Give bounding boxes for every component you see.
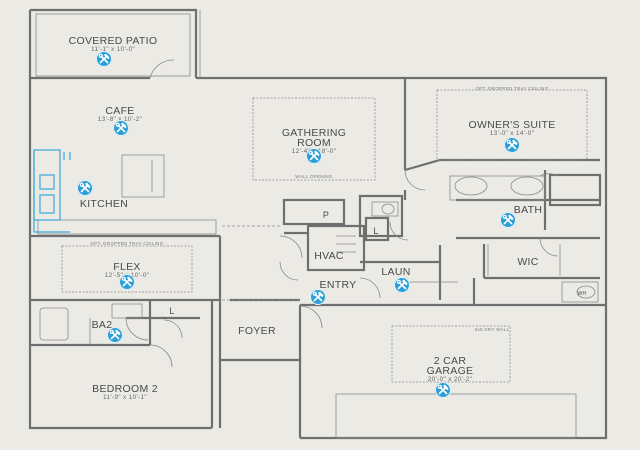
hammer-wrench-icon[interactable]	[113, 120, 129, 136]
note-owners-tray-ceiling: OPT. DROPPED TRAY CEILING	[475, 86, 549, 91]
room-name-water-heater: WH	[577, 291, 587, 297]
room-name-laundry: LAUN	[381, 266, 411, 278]
hammer-wrench-icon[interactable]	[394, 277, 410, 293]
room-name-bedroom-2: BEDROOM 2	[92, 383, 158, 395]
room-dim-covered-patio: 11'-1" x 10'-0"	[91, 46, 135, 53]
room-dim-bedroom-2: 11'-9" x 10'-1"	[103, 394, 147, 401]
room-name-cafe: CAFE	[105, 105, 135, 117]
room-name-covered-patio: COVERED PATIO	[68, 35, 158, 47]
room-name-garage: 2 CAR	[433, 355, 467, 367]
hammer-wrench-icon[interactable]	[435, 382, 451, 398]
room-name-foyer: FOYER	[238, 325, 276, 337]
room-name-entry: ENTRY	[319, 279, 357, 291]
room-name-gathering: GATHERING	[281, 127, 347, 139]
room-name-linen: L	[373, 226, 379, 236]
room-name-pantry: P	[322, 210, 330, 220]
room-name-owners-suite: OWNER'S SUITE	[468, 119, 556, 131]
hammer-wrench-icon[interactable]	[504, 137, 520, 153]
room-dim-garage: 20'-0" x 20'-2"	[427, 376, 473, 383]
room-name-kitchen: KITCHEN	[79, 198, 129, 210]
room-name-linen-2: L	[169, 306, 175, 316]
room-name-garage-2: GARAGE	[426, 365, 474, 377]
room-name-wic: WIC	[517, 256, 539, 268]
room-dim-cafe: 13'-8" x 10'-2"	[97, 116, 143, 123]
hammer-wrench-icon[interactable]	[310, 289, 326, 305]
room-name-hvac: HVAC	[314, 250, 344, 262]
room-name-gathering-2: ROOM	[297, 137, 331, 149]
hammer-wrench-icon[interactable]	[96, 51, 112, 67]
room-dim-owners-suite: 13'-0" x 14'-0"	[489, 130, 535, 137]
hammer-wrench-icon[interactable]	[119, 274, 135, 290]
room-name-bath: BATH	[513, 204, 543, 216]
room-name-ba2: BA2	[91, 319, 113, 331]
hammer-wrench-icon[interactable]	[306, 148, 322, 164]
room-name-flex: FLEX	[113, 261, 141, 273]
hammer-wrench-icon[interactable]	[107, 327, 123, 343]
note-wall-opening: WALL OPENING	[295, 174, 333, 179]
hammer-wrench-icon[interactable]	[500, 212, 516, 228]
hammer-wrench-icon[interactable]	[77, 180, 93, 196]
note-garage-drywall: 2x6 DRY WALL	[474, 327, 510, 332]
note-flex-tray-ceiling: OPT. DROPPED TRAY CEILING	[90, 241, 164, 246]
